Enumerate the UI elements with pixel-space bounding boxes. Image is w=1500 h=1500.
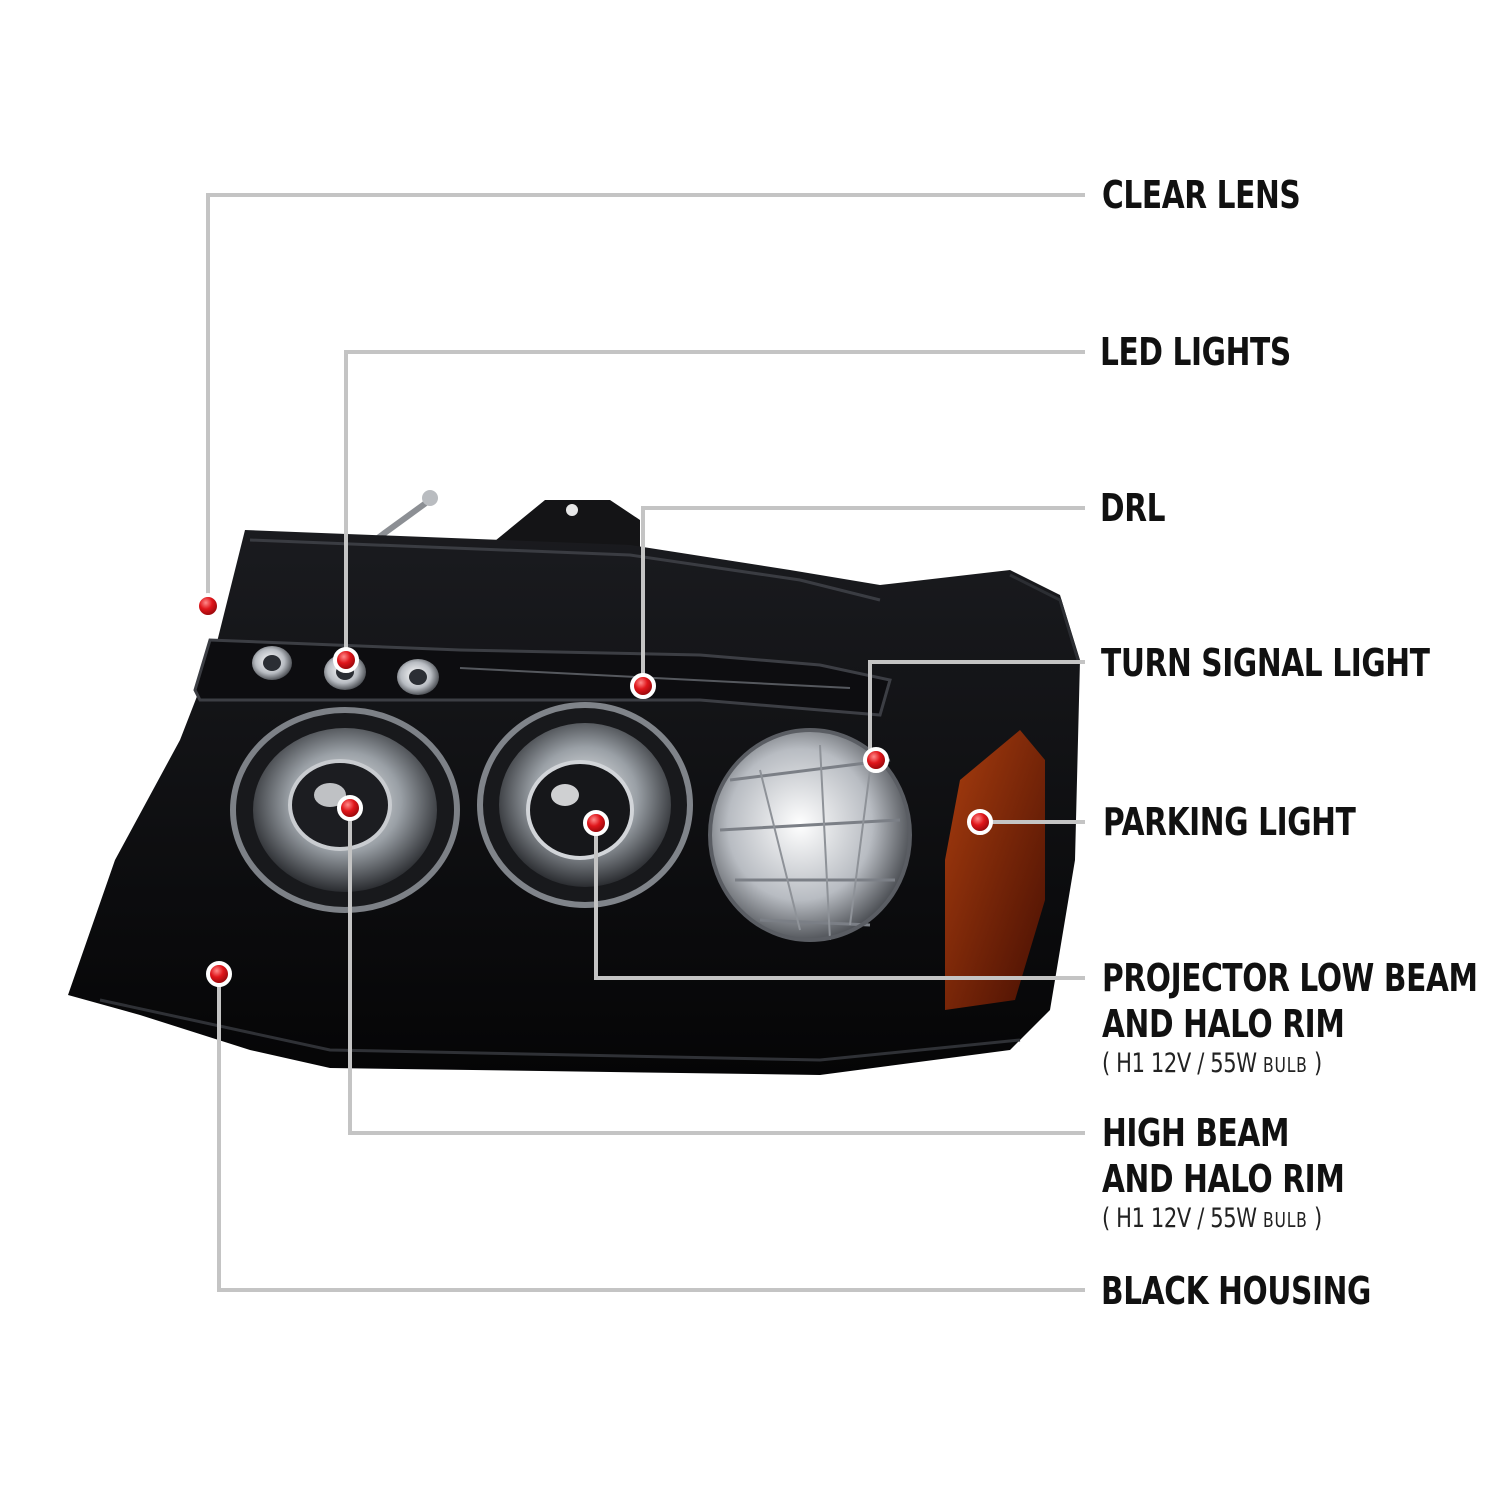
label-clear-lens: CLEAR LENS <box>1102 172 1301 218</box>
dot-high-beam <box>337 795 363 821</box>
label-drl: DRL <box>1100 485 1166 531</box>
dot-projector-low-beam <box>583 810 609 836</box>
low-beam-projector <box>477 702 693 908</box>
amber-side-marker <box>945 730 1045 1010</box>
leader-led-lights <box>344 350 1085 660</box>
label-text: DRL <box>1100 486 1166 530</box>
label-black-housing: BLACK HOUSING <box>1101 1268 1371 1314</box>
label-text: CLEAR LENS <box>1102 173 1301 217</box>
label-text: PARKING LIGHT <box>1103 800 1356 844</box>
label-text: AND HALO RIM <box>1102 1002 1345 1046</box>
dot-black-housing <box>206 961 232 987</box>
leader-drl <box>641 506 1085 686</box>
dot-led-lights <box>333 647 359 673</box>
dot-clear-lens <box>195 593 221 619</box>
label-text: AND HALO RIM <box>1102 1157 1345 1201</box>
headlight-assembly <box>68 490 1080 1075</box>
marker-dots <box>195 593 993 987</box>
bulb-spec: ( H1 12V / 55W BULB ) <box>1102 1048 1322 1079</box>
dot-turn-signal <box>863 747 889 773</box>
label-high-beam: HIGH BEAM AND HALO RIM ( H1 12V / 55W BU… <box>1102 1110 1345 1237</box>
label-projector-low-beam: PROJECTOR LOW BEAM AND HALO RIM ( H1 12V… <box>1102 955 1478 1082</box>
leader-high-beam <box>348 808 1085 1135</box>
label-text: BLACK HOUSING <box>1101 1269 1371 1313</box>
led-lens-group <box>252 646 439 695</box>
label-led-lights: LED LIGHTS <box>1100 329 1291 375</box>
leader-black-housing <box>217 974 1085 1292</box>
leader-clear-lens <box>206 193 1085 606</box>
adjuster-rod <box>373 497 432 543</box>
label-parking-light: PARKING LIGHT <box>1103 799 1356 845</box>
label-text: HIGH BEAM <box>1102 1111 1290 1155</box>
label-turn-signal-light: TURN SIGNAL LIGHT <box>1101 640 1430 686</box>
bulb-spec: ( H1 12V / 55W BULB ) <box>1102 1203 1322 1234</box>
label-text: TURN SIGNAL LIGHT <box>1101 641 1430 685</box>
dot-drl <box>630 673 656 699</box>
dot-parking-light <box>967 809 993 835</box>
label-text: PROJECTOR LOW BEAM <box>1102 956 1478 1000</box>
led-drl-strip <box>193 638 892 717</box>
leader-lines <box>206 193 1085 1292</box>
leader-projector-low-beam <box>594 823 1085 980</box>
label-text: LED LIGHTS <box>1100 330 1291 374</box>
turn-signal-reflector <box>708 728 912 942</box>
